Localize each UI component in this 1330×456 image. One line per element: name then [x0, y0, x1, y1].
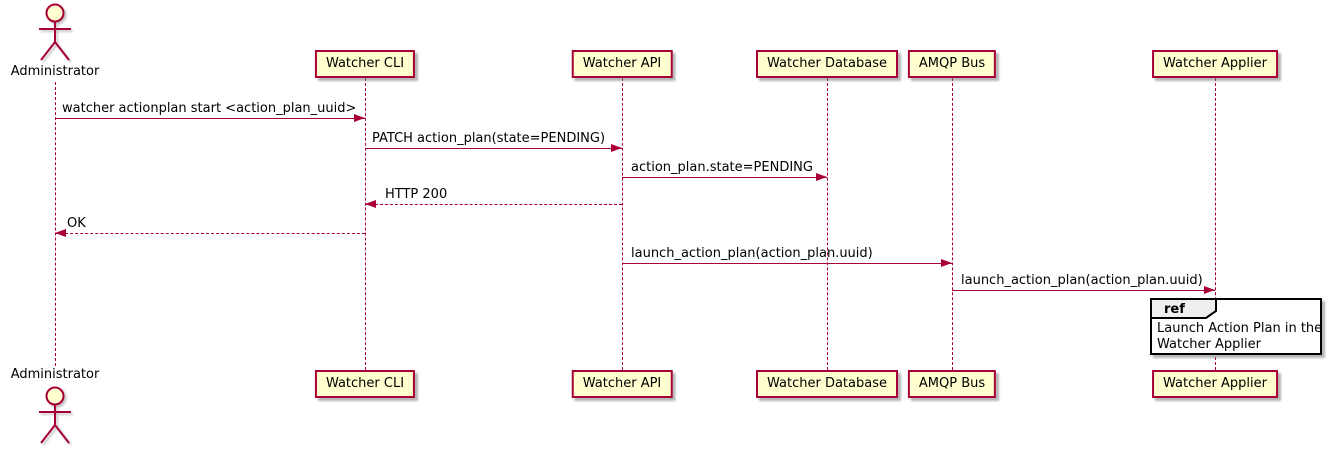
ref-header-pentagon-icon: ref [1150, 298, 1217, 319]
participant-amqp-bus-top: AMQP Bus [907, 50, 997, 78]
message-label-actionplan-start: watcher actionplan start <action_plan_uu… [62, 101, 357, 116]
participant-watcher-applier-bottom: Watcher Applier [1152, 370, 1278, 398]
arrowhead-left-icon [55, 229, 66, 237]
message-label-launch-action-plan-bus: launch_action_plan(action_plan.uuid) [631, 246, 873, 261]
message-line-patch-action-plan [365, 148, 622, 149]
participant-watcher-cli-bottom: Watcher CLI [314, 370, 416, 398]
administrator-actor-icon [25, 2, 85, 68]
lifeline-watcher-database [827, 78, 828, 370]
participant-watcher-database-bottom: Watcher Database [756, 370, 898, 398]
lifeline-administrator [55, 82, 56, 366]
administrator-actor-icon [25, 385, 85, 451]
participant-watcher-cli-top: Watcher CLI [314, 50, 416, 78]
message-line-state-pending [622, 177, 827, 178]
message-label-patch-action-plan: PATCH action_plan(state=PENDING) [372, 131, 606, 146]
participant-watcher-api-top: Watcher API [571, 50, 673, 78]
message-line-actionplan-start [55, 118, 365, 119]
message-label-http-200: HTTP 200 [385, 187, 448, 202]
lifeline-amqp-bus [952, 78, 953, 370]
message-line-launch-action-plan-bus [622, 263, 952, 264]
participant-watcher-database-top: Watcher Database [756, 50, 898, 78]
lifeline-watcher-cli [365, 78, 366, 370]
participant-amqp-bus-bottom: AMQP Bus [907, 370, 997, 398]
arrowhead-right-icon [611, 144, 622, 152]
ref-text-line1: Launch Action Plan in the [1157, 321, 1323, 336]
message-line-launch-action-plan-applier [952, 290, 1215, 291]
ref-keyword: ref [1164, 302, 1185, 317]
administrator-label-bottom: Administrator [10, 367, 100, 382]
ref-fragment: ref Launch Action Plan in the Watcher Ap… [1150, 298, 1322, 355]
message-label-ok: OK [67, 216, 86, 231]
message-line-ok [55, 233, 365, 234]
arrowhead-right-icon [816, 173, 827, 181]
message-line-http-200 [365, 204, 622, 205]
participant-watcher-applier-top: Watcher Applier [1152, 50, 1278, 78]
arrowhead-right-icon [1204, 286, 1215, 294]
ref-text-line2: Watcher Applier [1157, 337, 1261, 352]
lifeline-watcher-api [622, 78, 623, 370]
arrowhead-right-icon [941, 259, 952, 267]
participant-watcher-api-bottom: Watcher API [571, 370, 673, 398]
message-label-launch-action-plan-applier: launch_action_plan(action_plan.uuid) [961, 273, 1203, 288]
ref-text: Launch Action Plan in the Watcher Applie… [1157, 321, 1322, 353]
lifeline-watcher-applier [1215, 78, 1216, 370]
message-label-state-pending: action_plan.state=PENDING [631, 160, 813, 175]
arrowhead-left-icon [365, 200, 376, 208]
arrowhead-right-icon [354, 114, 365, 122]
administrator-label-top: Administrator [10, 64, 100, 79]
